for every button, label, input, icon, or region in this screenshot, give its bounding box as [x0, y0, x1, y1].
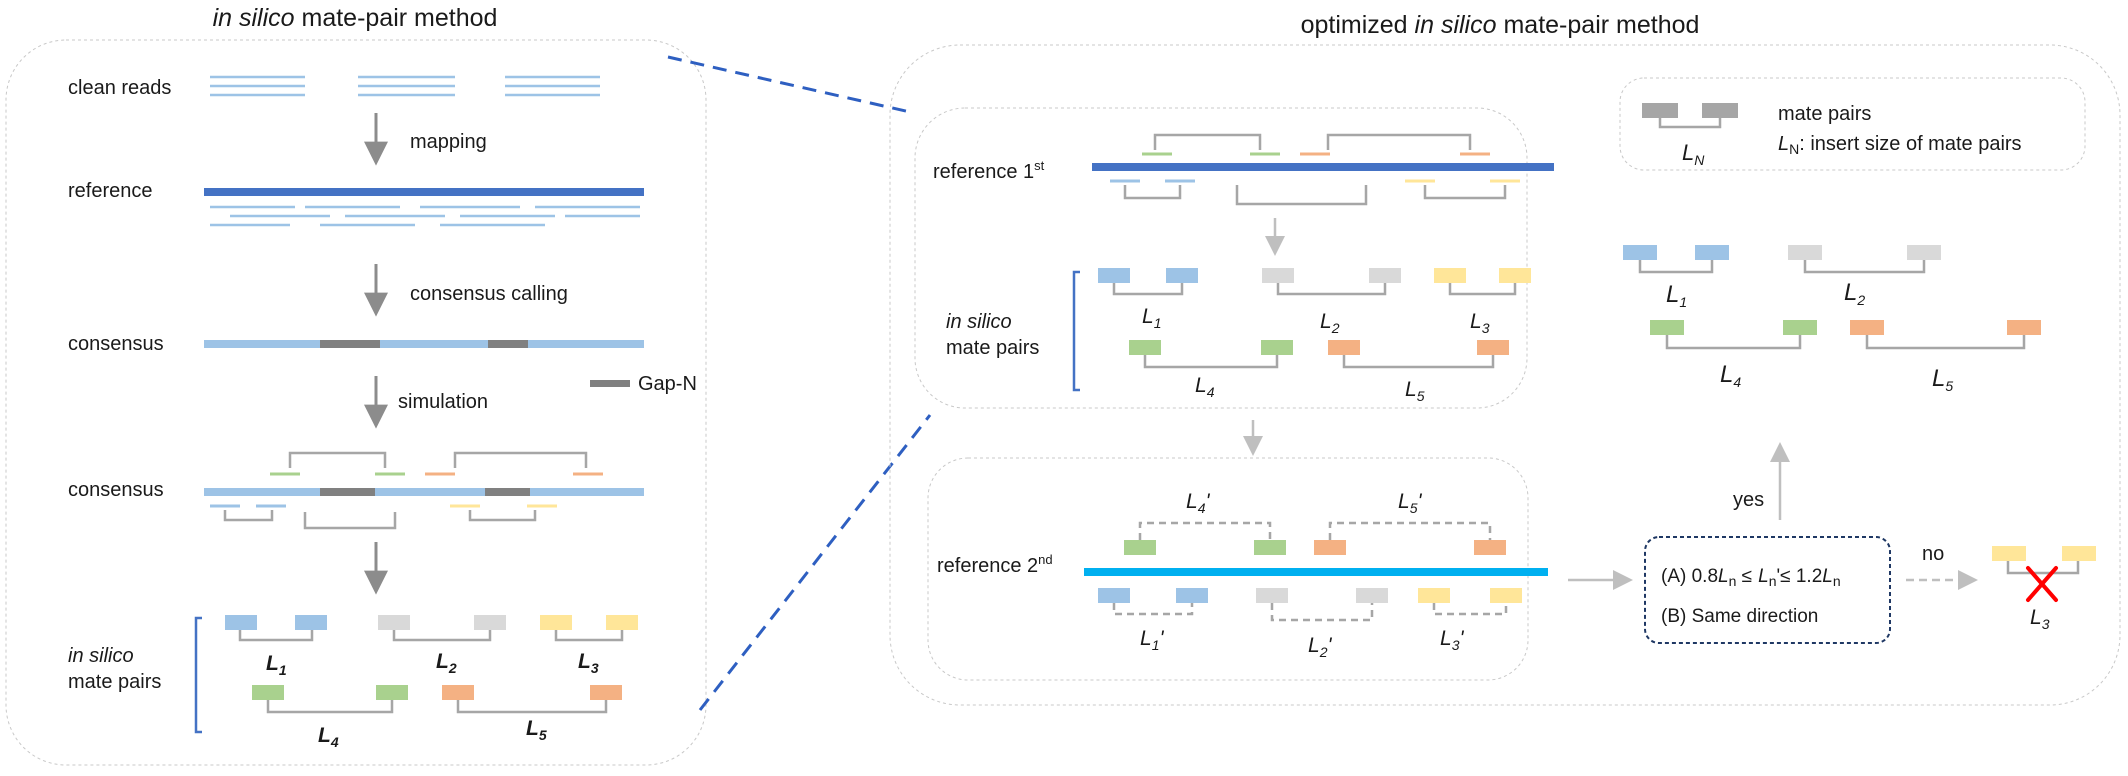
consensus-label-1: consensus	[68, 333, 164, 355]
ref2-label-L5p: L5'	[1398, 490, 1422, 516]
gap-block	[488, 340, 528, 348]
ref2-label-L2p: L2'	[1308, 634, 1332, 660]
consensus-calling-label: consensus calling	[410, 283, 568, 305]
gap-block	[320, 340, 380, 348]
legend-LN: LN	[1682, 140, 1705, 168]
right-panel-title: optimized in silico mate-pair method	[1301, 11, 1700, 39]
reference-bar	[204, 188, 644, 196]
ref2-label-L3p: L3'	[1440, 627, 1464, 653]
left-pair-L4	[252, 685, 408, 714]
mate-pairs-italic-label: in silico	[68, 645, 134, 667]
criteria-a: (A) 0.8Ln ≤Ln'≤ 1.2Ln	[1661, 566, 1841, 589]
zoom-connector-top	[667, 55, 911, 114]
result-pair-L2	[1788, 245, 1941, 274]
criteria-box	[1644, 536, 1891, 644]
right-label-L2: L2	[1320, 310, 1340, 336]
ref1-pairs-above	[1153, 133, 1472, 150]
label-L5: L5	[526, 717, 547, 743]
rejected-pair-L3	[1992, 546, 2096, 575]
mapping-label: mapping	[410, 131, 487, 153]
simulated-pairs-below	[223, 510, 537, 530]
ref2-label-L4p: L4'	[1186, 490, 1210, 516]
left-pair-L3	[540, 615, 638, 642]
clean-reads-label: clean reads	[68, 77, 171, 99]
right-panel-frame	[889, 44, 2121, 706]
right-label-L1: L1	[1142, 305, 1161, 331]
simulation-label: simulation	[398, 391, 488, 413]
zoom-connector-bottom	[698, 414, 932, 711]
label-L3: L3	[578, 650, 599, 676]
mate-pairs-label: mate pairs	[68, 671, 161, 693]
result-label-L1: L1	[1666, 281, 1687, 310]
right-pair-L4	[1129, 340, 1293, 369]
gap-legend-swatch	[590, 380, 630, 387]
right-label-L5: L5	[1405, 378, 1425, 404]
right-mate-pairs-bracket	[1072, 270, 1080, 392]
rejected-label-L3: L3	[2030, 606, 2050, 632]
right-mate-pairs-italic-label: in silico	[946, 311, 1012, 333]
result-label-L2: L2	[1844, 279, 1865, 308]
left-pair-L5	[442, 685, 622, 714]
reference-label: reference	[68, 180, 153, 202]
simulated-pairs-above	[288, 451, 588, 468]
reject-cross-icon	[2026, 566, 2058, 602]
result-pair-L4	[1650, 320, 1817, 350]
reference2-box	[927, 457, 1529, 681]
reference1-box	[914, 107, 1528, 409]
result-label-L5: L5	[1932, 365, 1953, 394]
mate-pairs-bracket	[194, 616, 202, 734]
right-mate-pairs-label: mate pairs	[946, 337, 1039, 359]
consensus-bar-2	[204, 488, 644, 496]
right-pair-L5	[1328, 340, 1509, 369]
label-L2: L2	[436, 650, 457, 676]
right-label-L4: L4	[1195, 374, 1215, 400]
ref2-pairs-below	[1098, 588, 1522, 622]
consensus-bar-1	[204, 340, 644, 348]
gap-block	[485, 488, 530, 496]
left-pair-L2	[378, 615, 506, 642]
ref2-pairs-above	[1124, 521, 1506, 555]
mapped-reads	[210, 205, 640, 227]
left-pair-L1	[225, 615, 327, 642]
legend-insert-size: LN: insert size of mate pairs	[1778, 133, 2022, 157]
legend-box	[1619, 77, 2086, 171]
right-pair-L3	[1434, 268, 1531, 296]
gap-legend-label: Gap-N	[638, 373, 697, 395]
ref1-pairs-below	[1123, 185, 1507, 206]
right-pair-L2	[1262, 268, 1401, 296]
label-L1: L1	[266, 652, 287, 678]
reference2-label: reference 2nd	[937, 552, 1053, 577]
left-panel-frame	[5, 39, 707, 766]
left-panel-title: in silico mate-pair method	[213, 4, 498, 32]
reference1-label: reference 1st	[933, 158, 1045, 183]
consensus-label-2: consensus	[68, 479, 164, 501]
left-panel: in silico mate-pair method clean reads m…	[5, 4, 707, 766]
reference2-bar	[1084, 568, 1548, 576]
clean-reads-lines	[210, 75, 600, 97]
criteria-b: (B) Same direction	[1661, 606, 1818, 627]
legend-pair-icon	[1642, 103, 1738, 129]
yes-label: yes	[1733, 489, 1764, 511]
right-panel: optimized in silico mate-pair method ref…	[889, 11, 2121, 706]
ref2-label-L1p: L1'	[1140, 627, 1164, 653]
reference1-bar	[1092, 163, 1554, 171]
gap-block	[320, 488, 375, 496]
label-L4: L4	[318, 724, 339, 750]
result-pair-L5	[1850, 320, 2041, 350]
result-pair-L1	[1623, 245, 1729, 274]
right-pair-L1	[1098, 268, 1198, 296]
legend-mate-pairs: mate pairs	[1778, 103, 1871, 125]
no-label: no	[1922, 543, 1944, 565]
result-label-L4: L4	[1720, 361, 1741, 390]
right-label-L3: L3	[1470, 310, 1490, 336]
